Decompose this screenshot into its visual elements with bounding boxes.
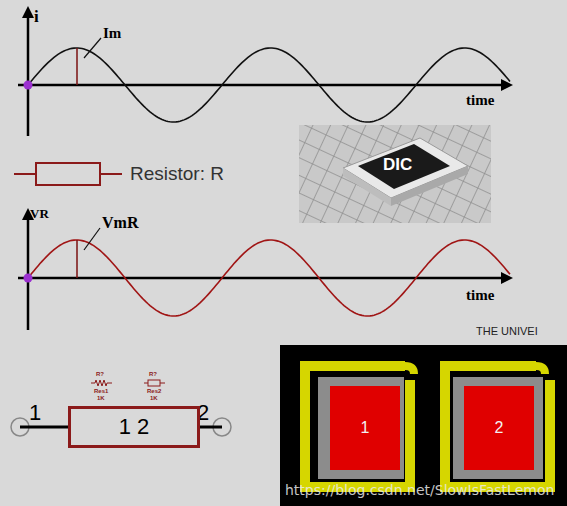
resistor-symbol bbox=[14, 163, 122, 185]
voltage-axes bbox=[18, 216, 505, 330]
current-axes bbox=[18, 14, 505, 136]
origin-dot bbox=[24, 81, 33, 90]
peak-marker bbox=[76, 48, 78, 85]
chip-marking: DIC bbox=[383, 156, 412, 173]
node-text: 1 bbox=[361, 420, 370, 436]
voltage-wave bbox=[28, 240, 510, 316]
node-text: 1 2 bbox=[119, 416, 150, 438]
pin-number: 1 bbox=[29, 402, 41, 424]
axis-label: time bbox=[466, 288, 494, 303]
peak-label: VmR bbox=[102, 215, 138, 231]
solder-pad: 2 bbox=[464, 386, 534, 470]
solder-pad: 1 bbox=[330, 386, 400, 470]
origin-dot bbox=[24, 274, 33, 283]
chip-photo bbox=[299, 125, 491, 223]
axis-arrow bbox=[501, 79, 513, 91]
schematic-box: 1 2 bbox=[68, 406, 200, 448]
part-name: Res1 bbox=[94, 388, 108, 394]
mini-resistor-icons bbox=[91, 380, 165, 386]
axis-label: time bbox=[466, 93, 494, 108]
part-name: Res2 bbox=[147, 388, 161, 394]
node-text: 2 bbox=[495, 420, 504, 436]
peak-marker bbox=[76, 240, 78, 278]
leader-line bbox=[84, 228, 100, 250]
part-value: 1K bbox=[97, 395, 105, 401]
designator: R? bbox=[96, 371, 104, 377]
peak-label: Im bbox=[103, 26, 121, 41]
current-wave bbox=[28, 48, 510, 122]
watermark: https://blog.csdn.net/SlowIsFastLemon bbox=[285, 483, 554, 497]
axis-label: i bbox=[34, 8, 39, 25]
axis-arrow bbox=[22, 6, 34, 18]
source-credit: THE UNIVEI bbox=[476, 326, 538, 337]
axis-label: VR bbox=[30, 207, 49, 220]
component-name: Resistor: R bbox=[130, 164, 224, 183]
pcb-footprint bbox=[280, 345, 567, 506]
leader-line bbox=[84, 38, 101, 58]
part-value: 1K bbox=[150, 395, 158, 401]
axis-arrow bbox=[501, 272, 513, 284]
designator: R? bbox=[149, 371, 157, 377]
